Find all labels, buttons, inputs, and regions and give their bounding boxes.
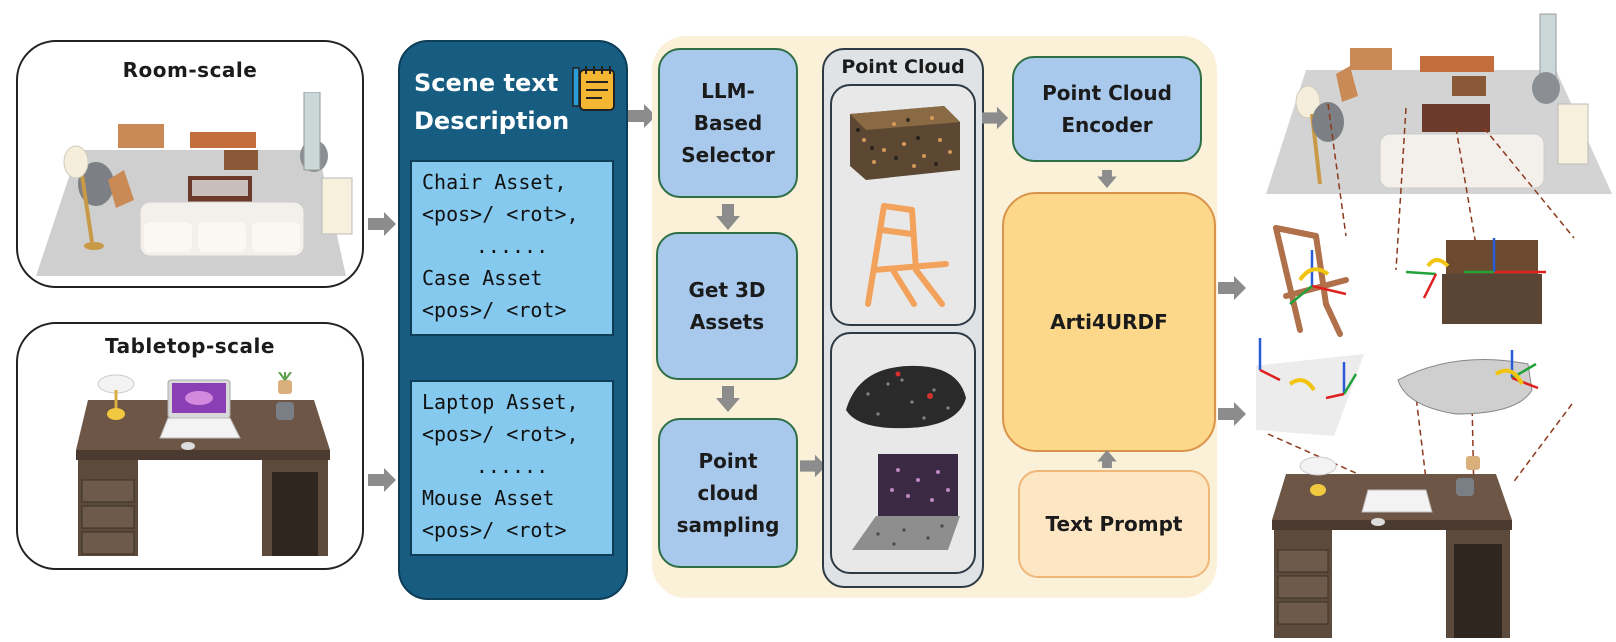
arrow-down-icon	[1097, 170, 1117, 188]
room-scale-title: Room-scale	[122, 58, 258, 82]
tabletop-scale-title: Tabletop-scale	[105, 334, 275, 358]
arrow-right-icon	[1218, 276, 1246, 300]
llm-selector-box: LLM- Based Selector	[658, 48, 798, 198]
mouse-point-cloud	[846, 365, 966, 429]
articulated-output-illustration	[1256, 13, 1612, 638]
arrow-up-icon	[1097, 450, 1117, 468]
room-scene-illustration	[36, 92, 353, 276]
case-point-cloud	[850, 106, 960, 180]
laptop-point-cloud	[852, 454, 960, 550]
arrow-right-icon	[1218, 402, 1246, 426]
arrow-right-icon	[368, 468, 396, 492]
point-cloud-sampling-box: Point cloud sampling	[658, 418, 798, 568]
room-asset-list: Chair Asset, <pos>/ <rot>, ...... Case A…	[410, 160, 614, 336]
tabletop-asset-list: Laptop Asset, <pos>/ <rot>, ...... Mouse…	[410, 380, 614, 556]
arrow-right-icon	[982, 106, 1009, 130]
tabletop-point-cloud-group	[830, 332, 976, 574]
tabletop-scale-card: Tabletop-scale	[16, 322, 364, 570]
chair-point-cloud	[865, 203, 949, 307]
get-3d-assets-box: Get 3D Assets	[656, 232, 798, 380]
notepad-icon	[572, 66, 615, 111]
arrow-right-icon	[628, 104, 656, 128]
point-cloud-encoder-box: Point Cloud Encoder	[1012, 56, 1202, 162]
room-scale-card: Room-scale	[16, 40, 364, 288]
scene-description-panel: Scene text Description Chair Asset, <pos…	[398, 40, 628, 600]
arrow-down-icon	[716, 204, 740, 230]
point-cloud-title: Point Cloud	[841, 56, 965, 78]
text-prompt-box: Text Prompt	[1018, 470, 1210, 578]
arrow-down-icon	[716, 386, 740, 412]
room-point-cloud-group	[830, 84, 976, 326]
arrow-right-icon	[800, 454, 827, 478]
point-cloud-column: Point Cloud	[822, 48, 984, 588]
arti4urdf-model-box: Arti4URDF	[1002, 192, 1216, 452]
scene-description-title: Scene text Description	[414, 69, 570, 135]
arrow-right-icon	[368, 212, 396, 236]
tabletop-scene-illustration	[76, 372, 330, 556]
